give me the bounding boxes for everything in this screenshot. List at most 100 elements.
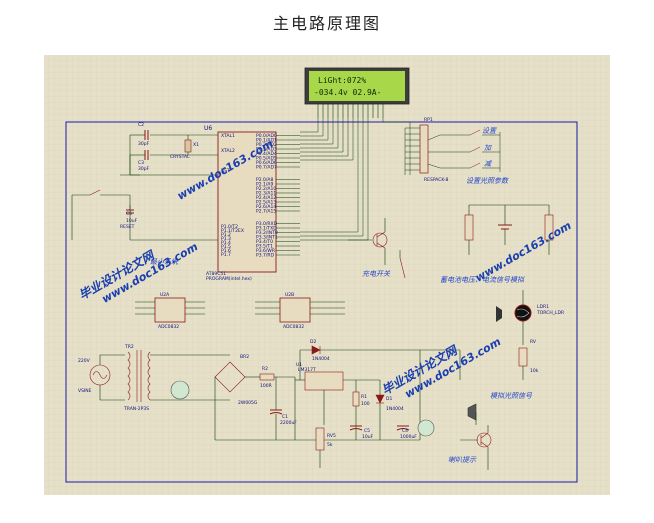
mcu-pin-label: P1.7 <box>221 252 231 258</box>
mcu-program: PROGRAM(intel.hex) <box>206 276 252 282</box>
mcu-pin-label: P1.6 <box>221 248 231 254</box>
mcu-pin-label: P1.1/T2EX <box>221 228 244 234</box>
d2-label: D2 <box>310 339 316 345</box>
crystal-circuit <box>120 130 218 176</box>
mcu-pin-label: P0.4/AD4 <box>256 151 277 157</box>
page-title: 主电路原理图 <box>272 14 381 33</box>
mcu-at89c51: X1 U6 AT89C51 PROGRAM(intel.hex) XTAL1XT… <box>204 125 300 282</box>
r2-value: 100R <box>260 383 272 389</box>
speaker-alarm-label: 喇叭提示 <box>448 456 477 464</box>
mcu-pin-label: P0.7/AD7 <box>256 165 277 171</box>
d1-label: D1 <box>386 396 392 402</box>
c4-value: 1000uF <box>400 434 417 440</box>
v220-label: 220V <box>78 358 91 364</box>
mcu-pin-label: RST <box>221 168 230 174</box>
set-light-label: 设置光照参数 <box>466 177 509 185</box>
lcd-line-1: LiGht:072% <box>318 76 366 85</box>
rv5-value: 5k <box>327 442 333 448</box>
mcu-pin-label: P0.3/AD3 <box>256 147 277 153</box>
c2-label: C2 <box>138 122 144 128</box>
c6-label: C6 <box>126 211 132 217</box>
u2a-part: ADC0832 <box>158 324 179 330</box>
button-sub-label: 减 <box>484 160 492 168</box>
mcu-pin-label: P2.4/A12 <box>256 195 276 201</box>
mcu-pin-label: XTAL2 <box>221 148 235 154</box>
d2-part: 1N4004 <box>312 356 330 362</box>
r2-label: R2 <box>262 366 268 372</box>
rv-label: RV <box>530 339 537 345</box>
mcu-pin-label: P2.5/A13 <box>256 200 276 206</box>
tr2-part: TRAN-2P3S <box>123 406 149 412</box>
mcu-pin-label: P0.2/AD2 <box>256 142 277 148</box>
mcu-pin-label: P2.7/A15 <box>256 209 276 215</box>
lcd-bus <box>300 118 411 241</box>
battery-sim-circuit <box>464 204 554 255</box>
reset-circuit <box>71 174 218 241</box>
lcd-display: LiGht:072% -034.4v 02.9A- <box>304 67 410 118</box>
mcu-pin-label: P3.7/RD <box>256 253 275 259</box>
mcu-pin-label: P3.2/INT0 <box>256 230 278 236</box>
mcu-pin-label: P2.6/A14 <box>256 204 276 210</box>
button-group <box>427 129 501 172</box>
d1-part: 1N4004 <box>386 406 404 412</box>
mcu-pin-label: P1.5 <box>221 244 231 250</box>
r1-label: R1 <box>361 394 367 400</box>
mcu-pin-label: P2.1/A9 <box>256 182 273 188</box>
br2-part: 2W005G <box>238 400 258 406</box>
mcu-pin-label: P0.5/AD5 <box>256 156 277 162</box>
c5-value: 10uF <box>362 434 374 440</box>
mcu-pin-label: P0.6/AD6 <box>256 160 277 166</box>
c5-label: C5 <box>364 428 370 434</box>
charge-transistor <box>348 218 406 279</box>
ldr1-label: LDR1 <box>537 304 549 310</box>
ldr-sensor <box>496 290 532 380</box>
charge-switch-label: 充电开关 <box>362 270 391 278</box>
c3-value: 30pF <box>138 166 150 172</box>
rp1-value: RESPACK-8 <box>424 177 448 183</box>
mcu-designator: U6 <box>204 125 212 132</box>
sheet-border <box>65 121 578 483</box>
mcu-part: AT89C51 <box>206 271 226 277</box>
min-system-label: 最小系统 <box>150 258 179 266</box>
mcu-pin-label: P3.4/T0 <box>256 239 273 245</box>
mcu-pin-label: P3.5/T1 <box>256 244 273 250</box>
mcu-pin-label: P0.1/AD1 <box>256 138 277 144</box>
mcu-pin-label: P3.6/WR <box>256 248 275 254</box>
c4-label: C4 <box>402 428 408 434</box>
r1-value: 100 <box>361 401 370 407</box>
resistor-pack-rp1 <box>404 124 429 175</box>
adc-u2a <box>135 297 205 323</box>
br2-label: BR2 <box>240 354 249 360</box>
mcu-pin-label: XTAL1 <box>221 133 235 139</box>
mcu-pin-label: P1.4 <box>221 240 231 246</box>
x1-label: X1 <box>193 142 199 148</box>
u1-part: LM317T <box>298 367 316 373</box>
button-add-label: 加 <box>484 144 492 152</box>
mcu-pin-label: P1.3 <box>221 236 231 242</box>
battery-sim-label: 蓄电池电压、电流信号模拟 <box>440 276 525 284</box>
mcu-pin-label: P3.1/TXD <box>256 226 277 232</box>
c6-value: 10uF <box>126 218 138 224</box>
u2a-label: U2A <box>160 292 170 298</box>
x1-value: CRYSTAL <box>170 154 190 160</box>
c1-label: C1 <box>282 414 288 420</box>
tr2-label: TR2 <box>124 344 134 350</box>
adc-u2b <box>255 297 345 323</box>
light-sim-label: 模拟光照信号 <box>490 392 533 400</box>
vsine-label: VSINE <box>78 388 92 394</box>
mcu-pin-label: P3.3/INT1 <box>256 235 278 241</box>
power-supply <box>89 345 461 468</box>
c1-value: 2200uF <box>280 420 297 426</box>
rv5-label: RV5 <box>327 433 336 439</box>
reset-label: RESET <box>120 224 135 230</box>
mcu-pin-label: P1.2 <box>221 232 231 238</box>
mcu-pin-label: P3.0/RXD <box>256 221 278 227</box>
c2-value: 30pF <box>138 141 150 147</box>
u2b-label: U2B <box>285 292 294 298</box>
mcu-pin-label: P0.0/AD0 <box>256 133 277 139</box>
rv-value: 10k <box>530 368 539 374</box>
lcd-line-2: -034.4v 02.9A- <box>314 88 381 97</box>
mcu-pin-label: P2.3/A11 <box>256 191 276 197</box>
u2b-part: ADC0832 <box>283 324 304 330</box>
